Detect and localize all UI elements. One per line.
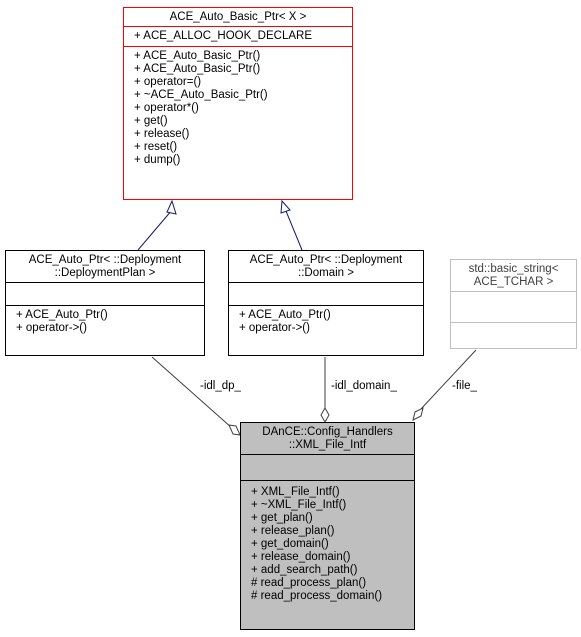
method: + ACE_Auto_Basic_Ptr() bbox=[134, 63, 261, 75]
class-ace-auto-basic-ptr: ACE_Auto_Basic_Ptr< X > + ACE_ALLOC_HOOK… bbox=[123, 7, 353, 200]
method: + dump() bbox=[134, 154, 181, 166]
class-title: ACE_Auto_Basic_Ptr< X > bbox=[124, 8, 352, 26]
relation-label-idl-domain: -idl_domain_ bbox=[331, 380, 397, 392]
class-attributes-empty bbox=[451, 291, 576, 322]
class-name-line: std::basic_string< bbox=[468, 263, 559, 275]
class-attributes-empty bbox=[6, 282, 204, 305]
composition-diamond-icon bbox=[320, 406, 330, 424]
class-methods: + XML_File_Intf() + ~XML_File_Intf() + g… bbox=[241, 480, 414, 606]
method: + reset() bbox=[134, 141, 178, 153]
class-title: ACE_Auto_Ptr< ::Deployment ::DeploymentP… bbox=[6, 251, 204, 282]
class-title: DAnCE::Config_Handlers ::XML_File_Intf bbox=[241, 423, 414, 454]
composition-diamond-icon bbox=[412, 407, 424, 421]
class-methods: + ACE_Auto_Basic_Ptr() + ACE_Auto_Basic_… bbox=[124, 46, 352, 170]
method: + operator=() bbox=[134, 76, 202, 88]
composition-edge-idl-domain bbox=[320, 357, 330, 424]
method: # read_process_plan() bbox=[251, 577, 367, 589]
inheritance-arrowhead-icon bbox=[280, 199, 291, 214]
method: + get_plan() bbox=[251, 512, 313, 524]
inheritance-edge-domain bbox=[280, 199, 303, 251]
class-name-line: DAnCE::Config_Handlers bbox=[262, 426, 393, 438]
method: + add_search_path() bbox=[251, 564, 358, 576]
method: + ~ACE_Auto_Basic_Ptr() bbox=[134, 89, 268, 101]
class-attributes-empty bbox=[229, 282, 423, 305]
method: + get() bbox=[134, 115, 168, 127]
composition-diamond-icon bbox=[228, 424, 241, 436]
inheritance-edge-deploymentplan bbox=[137, 199, 177, 251]
class-std-basic-string: std::basic_string< ACE_TCHAR > bbox=[450, 259, 577, 349]
class-name-line: ACE_TCHAR > bbox=[473, 276, 554, 288]
method: + operator->() bbox=[16, 322, 87, 334]
class-methods: + ACE_Auto_Ptr() + operator->() bbox=[229, 305, 423, 338]
attribute: + ACE_ALLOC_HOOK_DECLARE bbox=[134, 30, 313, 42]
composition-edge-idl-dp bbox=[151, 356, 241, 436]
method: + XML_File_Intf() bbox=[251, 486, 340, 498]
relation-label-file: -file_ bbox=[452, 380, 477, 392]
method: + ACE_Auto_Basic_Ptr() bbox=[134, 50, 261, 62]
class-ace-auto-ptr-domain: ACE_Auto_Ptr< ::Deployment ::Domain > + … bbox=[228, 250, 424, 356]
class-name-line: ::Domain > bbox=[298, 267, 354, 279]
method: + operator->() bbox=[239, 322, 310, 334]
method: + ~XML_File_Intf() bbox=[251, 499, 347, 511]
class-methods: + ACE_Auto_Ptr() + operator->() bbox=[6, 305, 204, 338]
class-name-line: ::DeploymentPlan > bbox=[54, 267, 156, 279]
class-methods-empty bbox=[451, 322, 576, 346]
inheritance-arrowhead-icon bbox=[166, 199, 177, 215]
method: + ACE_Auto_Ptr() bbox=[239, 309, 331, 321]
class-title: std::basic_string< ACE_TCHAR > bbox=[451, 260, 576, 291]
method: # read_process_domain() bbox=[251, 590, 383, 602]
class-attributes-empty bbox=[241, 454, 414, 480]
method: + get_domain() bbox=[251, 538, 329, 550]
composition-edge-file bbox=[412, 349, 477, 421]
class-ace-auto-ptr-deploymentplan: ACE_Auto_Ptr< ::Deployment ::DeploymentP… bbox=[5, 250, 205, 356]
method: + release() bbox=[134, 128, 190, 140]
class-xml-file-intf: DAnCE::Config_Handlers ::XML_File_Intf +… bbox=[240, 422, 415, 630]
class-name-line: ::XML_File_Intf bbox=[288, 439, 367, 451]
class-attributes: + ACE_ALLOC_HOOK_DECLARE bbox=[124, 26, 352, 46]
relation-label-idl-dp: -idl_dp_ bbox=[200, 380, 241, 392]
class-name-line: ACE_Auto_Ptr< ::Deployment bbox=[249, 254, 403, 266]
class-name-line: ACE_Auto_Ptr< ::Deployment bbox=[28, 254, 182, 266]
method: + ACE_Auto_Ptr() bbox=[16, 309, 108, 321]
class-name: ACE_Auto_Basic_Ptr< X > bbox=[169, 11, 307, 23]
method: + release_domain() bbox=[251, 551, 351, 563]
method: + operator*() bbox=[134, 102, 199, 114]
method: + release_plan() bbox=[251, 525, 335, 537]
class-title: ACE_Auto_Ptr< ::Deployment ::Domain > bbox=[229, 251, 423, 282]
